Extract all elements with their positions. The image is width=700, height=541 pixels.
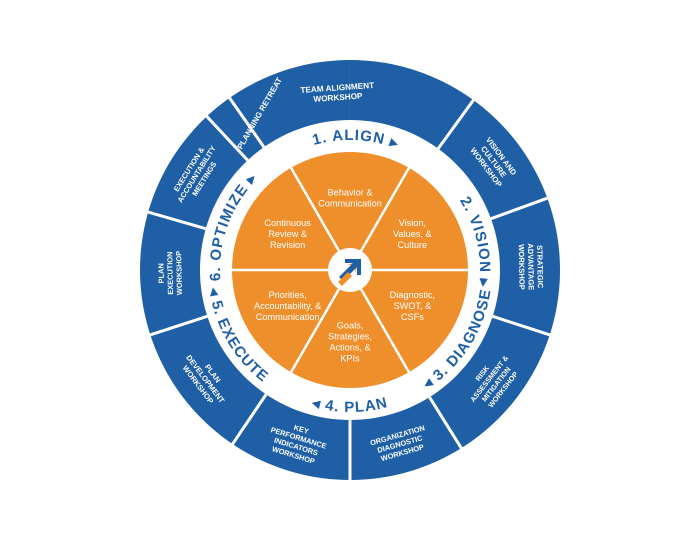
core-label-line: Values, &	[393, 229, 432, 239]
workshop-label-line: STRATEGIC	[535, 245, 545, 289]
core-label-line: Strategies,	[328, 332, 372, 342]
workshop-divider	[146, 210, 207, 231]
core-label-line: KPIs	[340, 354, 360, 364]
core-label-line: Vision,	[399, 218, 426, 228]
core-divider	[359, 288, 411, 373]
core-segment-label: Goals,Strategies,Actions, &KPIs	[328, 321, 372, 364]
core-label-line: Accountability, &	[254, 301, 321, 311]
core-label-line: Actions, &	[329, 343, 370, 353]
core-label-line: Continuous	[264, 218, 311, 228]
center-hub	[328, 248, 372, 292]
core-divider	[289, 288, 341, 373]
workshop-label-line: WORKSHOP	[313, 91, 363, 103]
workshop-label-line: WORKSHOP	[174, 251, 184, 296]
workshop-divider	[227, 96, 266, 148]
stage-label-text: ◂ 4. PLAN	[309, 394, 388, 416]
core-label-line: Diagnostic,	[390, 290, 435, 300]
workshop-label-line: WORKSHOP	[517, 244, 527, 290]
workshop-label-line: ADVANTAGE	[526, 243, 536, 290]
core-segment-label: Vision,Values, &Culture	[393, 218, 432, 250]
core-divider	[289, 167, 341, 252]
workshop-label-line: EXECUTION	[165, 252, 175, 295]
workshop-divider	[148, 314, 208, 337]
workshop-divider	[490, 196, 549, 221]
core-label-line: Priorities,	[268, 290, 306, 300]
core-segment-label: Behavior &Communication	[318, 188, 382, 209]
workshop-divider	[428, 396, 464, 450]
core-label-line: Goals,	[337, 321, 364, 331]
core-label-line: CSFs	[401, 312, 424, 322]
workshop-divider	[436, 98, 476, 150]
core-label-line: Culture	[398, 240, 428, 250]
workshop-divider	[492, 314, 552, 337]
workshop-divider	[205, 114, 249, 162]
core-segment-label: Priorities,Accountability, &Communicatio…	[254, 290, 321, 322]
core-label-line: Review &	[268, 229, 307, 239]
core-divider	[359, 167, 411, 252]
core-label-line: SWOT, &	[393, 301, 431, 311]
core-label-line: Behavior &	[328, 188, 373, 198]
stage-label: ◂ 4. PLAN	[309, 394, 389, 416]
workshop-label-line: KEY	[293, 423, 310, 436]
core-segment-label: Diagnostic,SWOT, &CSFs	[390, 290, 435, 322]
core-label-line: Communication	[318, 199, 382, 209]
workshop-divider	[230, 393, 268, 446]
core-label-line: Communication	[256, 312, 320, 322]
arrow-up-right-icon	[338, 259, 361, 286]
core-label-line: Revision	[270, 240, 305, 250]
workshop-label-line: PLAN	[156, 263, 165, 283]
